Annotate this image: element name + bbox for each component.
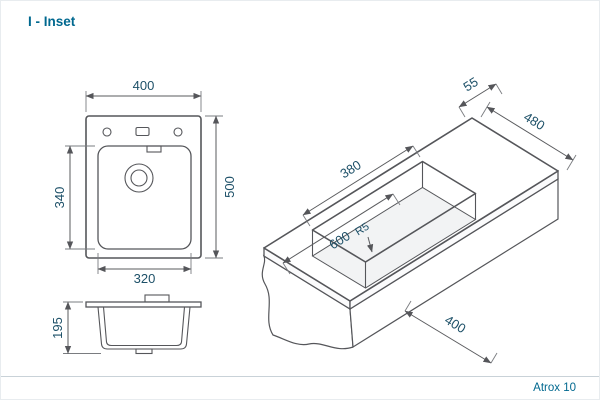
- dimension-line: [282, 193, 394, 264]
- faucet-hole-center: [135, 126, 150, 137]
- cabinet-front-left-panel: [261, 254, 354, 350]
- dimension-line: [404, 310, 492, 364]
- bowl-profile-inner: [102, 306, 186, 347]
- drain-outlet-profile: [135, 348, 153, 355]
- dim-overall-height: 500: [205, 115, 237, 259]
- product-name: Atrox 10: [533, 382, 576, 394]
- tap-ledge-profile: [144, 294, 170, 303]
- dim-label-380: 380: [337, 157, 363, 181]
- dim-label-480: 480: [521, 109, 547, 133]
- dim-rim-offset: 55: [458, 74, 503, 118]
- drain-inner-circle: [130, 169, 148, 187]
- overflow-notch: [146, 145, 162, 153]
- dim-depth: 195: [50, 301, 101, 354]
- dim-label-320: 320: [134, 271, 156, 286]
- drain-outer-circle: [124, 163, 154, 193]
- dim-bowl-width: 320: [97, 253, 192, 286]
- dim-bowl-height: 340: [52, 145, 95, 250]
- iso-view: 55 480 380 R5 600: [261, 74, 577, 364]
- extension-line: [404, 300, 412, 312]
- side-view: 195: [50, 294, 202, 355]
- dim-label-400-iso: 400: [442, 312, 468, 336]
- faucet-hole-left: [102, 127, 112, 137]
- dimension-line: [458, 83, 497, 108]
- dim-label-55: 55: [461, 74, 481, 94]
- page-title: I - Inset: [28, 14, 76, 29]
- extension-line: [566, 154, 577, 171]
- dim-overall-width: 400: [85, 78, 202, 112]
- bowl-profile-outer: [97, 306, 191, 350]
- rim-profile: [85, 301, 202, 308]
- dim-label-340: 340: [52, 187, 67, 209]
- faucet-hole-right: [173, 127, 183, 137]
- dim-label-195: 195: [50, 317, 65, 339]
- dimension-line: [486, 106, 574, 161]
- extension-line: [480, 101, 491, 118]
- extension-line: [495, 83, 503, 95]
- dim-label-400: 400: [133, 78, 155, 93]
- extension-line: [392, 193, 401, 206]
- dim-label-500: 500: [222, 176, 237, 198]
- extension-line: [490, 352, 498, 364]
- extension-line: [282, 262, 291, 275]
- top-view: 400 500 340 320: [52, 78, 237, 286]
- extension-line: [412, 145, 421, 158]
- extension-line: [458, 106, 466, 118]
- dim-bowl-length-iso: 400: [404, 300, 498, 364]
- bowl-outline: [97, 145, 192, 250]
